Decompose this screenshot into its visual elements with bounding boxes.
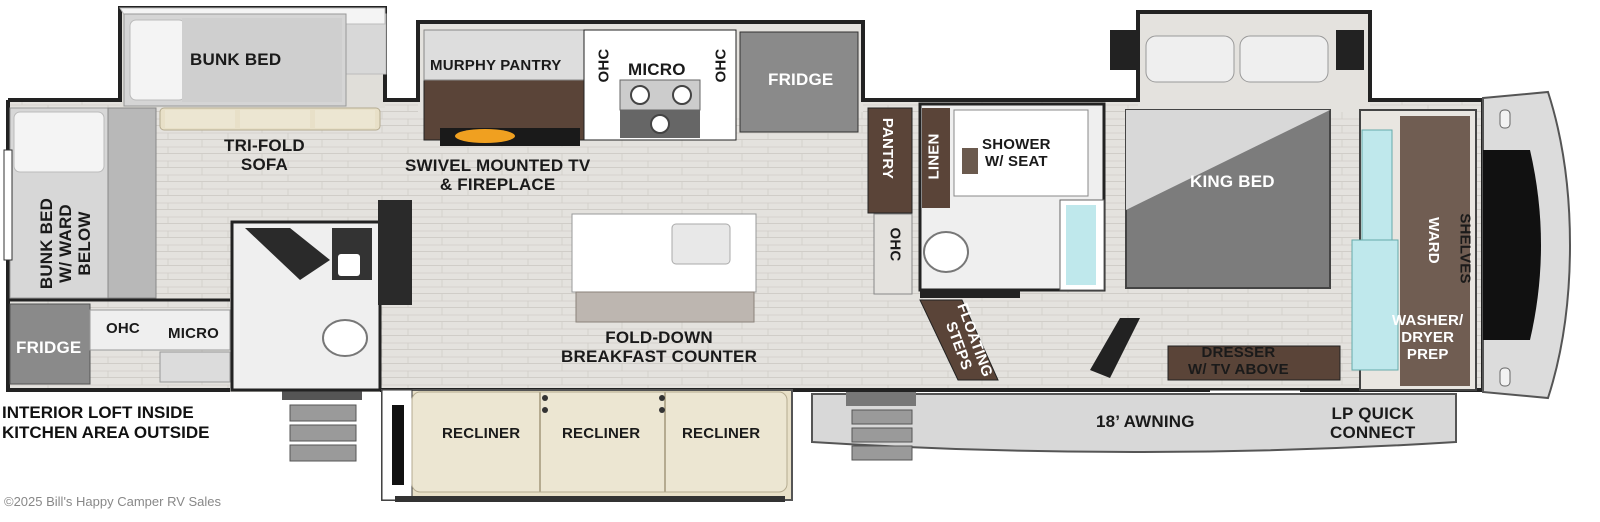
label-shower-line1: SHOWER (982, 136, 1051, 153)
floating-steps (919, 299, 999, 381)
label-micro: MICRO (628, 60, 686, 79)
label-tri-fold-sofa: TRI-FOLD SOFA (224, 136, 305, 174)
label-loft-micro: MICRO (168, 325, 219, 342)
stove-micro (583, 29, 737, 141)
label-ohc-right: OHC (712, 48, 730, 83)
label-dresser-line2: W/ TV ABOVE (1188, 361, 1289, 378)
label-murphy-pantry: MURPHY PANTRY (430, 57, 562, 74)
label-ohc-pantry: OHC (886, 227, 904, 262)
caption-line1: INTERIOR LOFT INSIDE (2, 403, 194, 422)
entry-steps-right (846, 392, 916, 461)
label-washer-line3: PREP (1406, 346, 1449, 363)
front-cap (1482, 90, 1572, 400)
label-recliner-3: RECLINER (682, 425, 761, 442)
label-breakfast-counter: FOLD-DOWN BREAKFAST COUNTER (561, 328, 757, 366)
half-bath (230, 200, 412, 392)
top-bunk-bed (123, 13, 347, 107)
label-ward: WARD (1424, 217, 1442, 264)
label-loft-fridge: FRIDGE (16, 338, 82, 357)
recliner-slide (381, 389, 793, 502)
label-ohc-left: OHC (595, 48, 613, 83)
label-bunk-bed-top: BUNK BED (190, 50, 282, 69)
label-tv-line1: SWIVEL MOUNTED TV (405, 156, 591, 175)
label-bunk-left-line3: BELOW (75, 211, 95, 276)
label-dresser-line1: DRESSER (1201, 344, 1276, 361)
loft-kitchen-caption: INTERIOR LOFT INSIDE KITCHEN AREA OUTSID… (2, 403, 209, 443)
label-pantry: PANTRY (879, 117, 897, 180)
label-washer-dryer: WASHER/ DRYER PREP (1392, 312, 1463, 363)
wardrobe-closet (1351, 109, 1477, 391)
label-fridge: FRIDGE (768, 70, 834, 89)
king-bed (1110, 30, 1364, 289)
dresser (1167, 345, 1341, 394)
left-bunk-bed (3, 107, 157, 299)
label-tri-fold-line1: TRI-FOLD (224, 136, 305, 155)
label-bunk-left-line2: W/ WARD (56, 204, 76, 283)
copyright-text: ©2025 Bill's Happy Camper RV Sales (4, 494, 222, 509)
label-washer-line1: WASHER/ (1392, 312, 1464, 329)
kitchen-island (571, 213, 757, 323)
label-breakfast-line1: FOLD-DOWN (605, 328, 713, 347)
label-tri-fold-line2: SOFA (240, 155, 288, 174)
label-awning: 18’ AWNING (1096, 412, 1195, 431)
label-linen: LINEN (925, 133, 943, 180)
outdoor-kitchen (8, 298, 231, 385)
bedroom-door (1090, 318, 1140, 378)
label-recliner-1: RECLINER (442, 425, 521, 442)
label-king-bed: KING BED (1190, 172, 1275, 191)
label-loft-ohc: OHC (106, 320, 140, 337)
kitchen-fridge (739, 31, 859, 133)
tri-fold-sofa (159, 107, 381, 131)
label-tv-fireplace: SWIVEL MOUNTED TV & FIREPLACE (405, 156, 590, 194)
murphy-pantry (423, 29, 585, 146)
label-washer-line2: DRYER (1401, 329, 1455, 346)
label-bunk-bed-left: BUNK BED W/ WARD BELOW (37, 198, 94, 289)
label-lp-quick-connect: LP QUICK CONNECT (1330, 404, 1415, 442)
label-shower-line2: W/ SEAT (984, 153, 1048, 170)
label-breakfast-line2: BREAKFAST COUNTER (561, 347, 758, 366)
label-shelves: SHELVES (1456, 213, 1474, 284)
label-lp-line1: LP QUICK (1331, 404, 1414, 423)
entry-steps-left (282, 390, 362, 462)
caption-line2: KITCHEN AREA OUTSIDE (2, 423, 210, 442)
label-bunk-left-line1: BUNK BED (37, 197, 57, 290)
full-bath (918, 102, 1106, 298)
label-tv-line2: & FIREPLACE (439, 175, 556, 194)
label-shower: SHOWER W/ SEAT (982, 136, 1051, 170)
label-recliner-2: RECLINER (562, 425, 641, 442)
pantry-column (867, 107, 913, 295)
label-dresser: DRESSER W/ TV ABOVE (1188, 344, 1289, 378)
label-lp-line2: CONNECT (1330, 423, 1416, 442)
